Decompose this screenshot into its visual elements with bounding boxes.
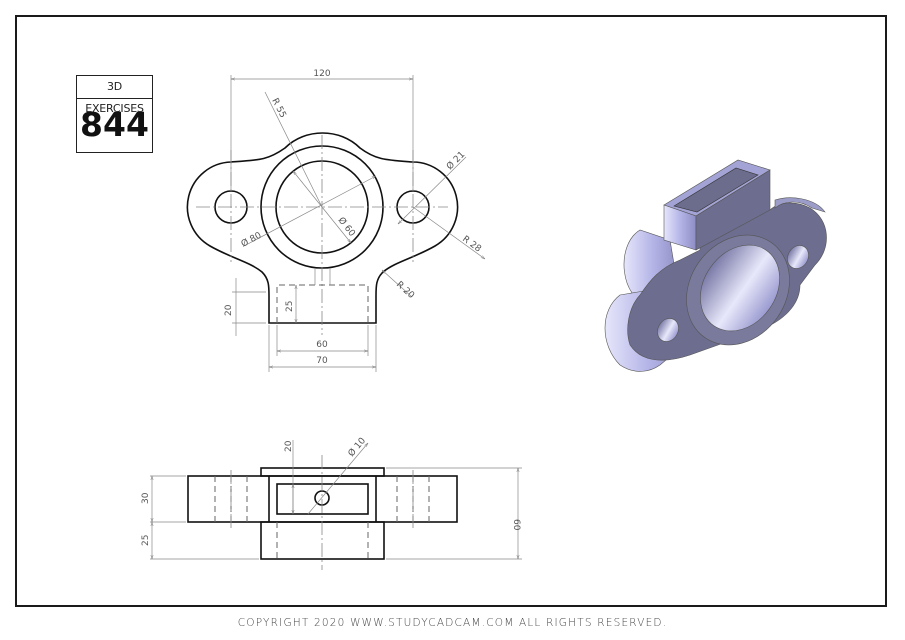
dim-60-side: 60 — [511, 519, 521, 531]
drawing-border — [15, 15, 887, 607]
copyright-footer: COPYRIGHT 2020 WWW.STUDYCADCAM.COM ALL R… — [237, 617, 668, 629]
dim-dia21: Ø 21 — [444, 149, 467, 172]
dim-r28: R 28 — [460, 234, 483, 254]
side-view: 20 Ø 10 30 25 60 — [141, 435, 522, 570]
flange-outline — [186, 132, 459, 324]
dim-70-front: 70 — [316, 356, 328, 366]
dim-20-front: 20 — [224, 304, 234, 316]
dim-30-side: 30 — [141, 492, 151, 504]
dim-dia60: Ø 60 — [336, 215, 358, 239]
exercise-badge: 3D EXERCISES 844 — [76, 75, 153, 153]
dim-25-side: 25 — [141, 535, 151, 546]
top-lip — [260, 467, 385, 477]
dim-r20: R 20 — [394, 280, 416, 301]
front-view: 120 R 55 Ø 21 R 28 R 20 Ø 80 Ø 60 20 25 … — [186, 69, 485, 372]
dim-25-front: 25 — [285, 301, 295, 312]
dim-60-front: 60 — [316, 340, 328, 350]
flange-side — [187, 475, 458, 523]
badge-header: 3D EXERCISES — [77, 76, 152, 115]
dim-r55: R 55 — [269, 97, 287, 120]
isometric-view — [604, 159, 827, 372]
dim-dia80: Ø 80 — [239, 230, 263, 250]
slot-rect — [276, 483, 369, 515]
dim-20-side: 20 — [284, 440, 294, 452]
lower-boss — [260, 521, 385, 560]
dim-120: 120 — [313, 69, 330, 79]
exercise-number: 844 — [80, 105, 149, 144]
